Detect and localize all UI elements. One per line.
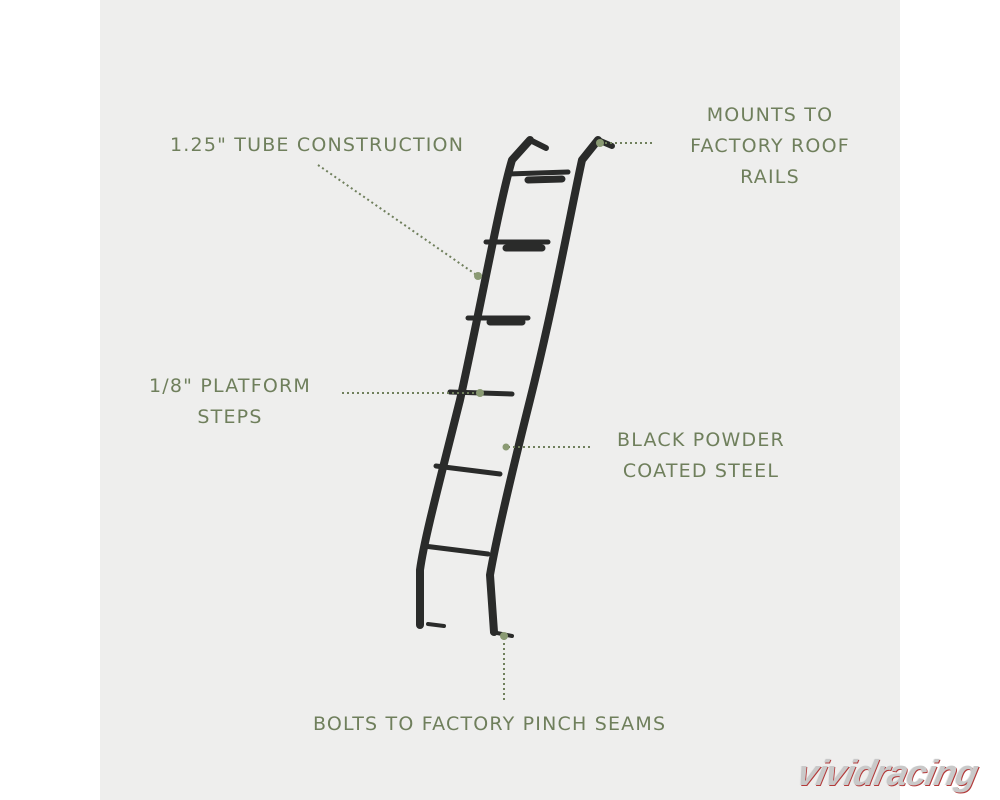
callout-platform-steps: 1/8" PLATFORM STEPS [130,371,330,433]
product-panel [100,0,900,800]
leader-lines [317,142,655,700]
ladder-steps [486,175,566,326]
callout-platform-line2: STEPS [197,406,263,428]
callout-powder-line2: COATED STEEL [622,460,780,482]
dot-tube [474,272,482,280]
callout-platform-line1: 1/8" PLATFORM [148,375,312,397]
callout-dots [474,139,604,640]
callout-powder-line1: BLACK POWDER [617,429,785,451]
ladder-left-rail [416,136,534,629]
leader-tube [317,164,479,277]
callout-mounts-line1: MOUNTS TO [706,104,834,126]
ladder-right-rail [486,136,602,636]
watermark-logo: vividracing [793,752,982,793]
dot-mounts [596,139,604,147]
callout-bolts-to-pinch-seams: BOLTS TO FACTORY PINCH SEAMS [313,713,667,735]
callout-mounts-line3: RAILS [740,166,800,188]
dot-platform [476,389,484,397]
callout-tube-construction: 1.25" TUBE CONSTRUCTION [170,134,465,156]
callout-mounts-to-roof-rails: MOUNTS TO FACTORY ROOF RAILS [670,100,870,193]
dot-bolts [500,632,508,640]
ladder-rungs [421,169,571,557]
dot-powder [502,443,510,451]
callout-mounts-line2: FACTORY ROOF [690,135,850,157]
ladder-bottom-mount-left [426,622,446,628]
callout-black-powder-coated-steel: BLACK POWDER COATED STEEL [596,425,806,487]
ladder [416,136,615,638]
ladder-top-hook-left [527,137,549,151]
